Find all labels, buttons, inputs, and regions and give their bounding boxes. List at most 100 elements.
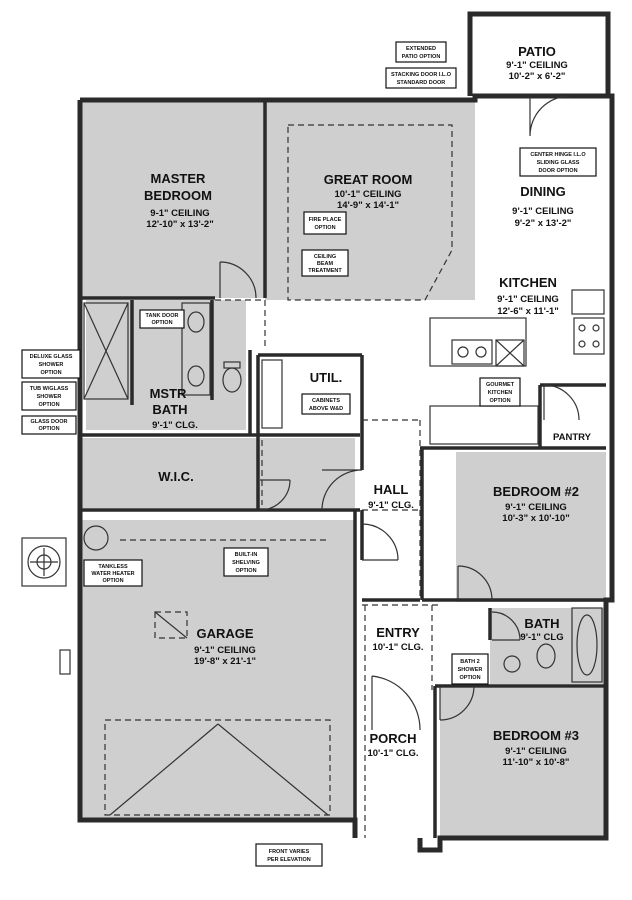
svg-text:TANKLESS: TANKLESS (98, 564, 128, 570)
option-tank-door: TANK DOOR OPTION (139, 309, 185, 329)
svg-text:SHOWER: SHOWER (37, 394, 62, 400)
garage-name: GARAGE (196, 626, 253, 641)
dashed-ceiling-lines (104, 124, 453, 838)
svg-text:OPTION: OPTION (38, 426, 59, 432)
option-tankless-water-heater: TANKLESS WATER HEATER OPTION (83, 559, 143, 587)
bath-sink (503, 655, 521, 673)
patio-enclosure (467, 11, 611, 96)
room-dining: DINING 9'-1" CEILING 9'-2" x 13'-2" (512, 184, 574, 229)
svg-text:OPTION: OPTION (40, 370, 61, 376)
master-bedroom-dims: 12'-10" x 13'-2" (146, 219, 213, 230)
option-front-varies: FRONT VARIES PER ELEVATION (255, 843, 323, 867)
room-hall: HALL 9'-1" CLG. (368, 482, 414, 511)
svg-text:GOURMET: GOURMET (486, 382, 515, 388)
option-built-in-shelving: BUILT-IN SHELVING OPTION (223, 547, 269, 577)
door-swings (219, 95, 580, 731)
option-extended-patio: EXTENDED PATIO OPTION (395, 41, 447, 63)
great-room-ceiling: 10'-1" CEILING (335, 189, 402, 200)
master-bedroom-name-1: MASTER (151, 171, 207, 186)
svg-text:PER ELEVATION: PER ELEVATION (267, 857, 311, 863)
option-bath2-shower: BATH 2 SHOWER OPTION (451, 653, 489, 685)
hall-name: HALL (374, 482, 409, 497)
option-fireplace: FIRE PLACE OPTION (303, 211, 347, 235)
bathtub (571, 607, 603, 683)
svg-text:SLIDING GLASS: SLIDING GLASS (537, 160, 580, 166)
svg-text:ABOVE W&D: ABOVE W&D (309, 406, 343, 412)
svg-text:KITCHEN: KITCHEN (488, 390, 512, 396)
kitchen-island (429, 317, 527, 367)
bath-ceiling: 9'-1" CLG (520, 632, 563, 643)
svg-text:OPTION: OPTION (459, 675, 480, 681)
patio-name: PATIO (518, 44, 556, 59)
option-center-hinge: CENTER HINGE I.L.O SLIDING GLASS DOOR OP… (519, 147, 597, 177)
svg-text:OPTION: OPTION (235, 568, 256, 574)
option-glass-door: GLASS DOOR OPTION (21, 415, 77, 435)
master-bath-ceiling: 9'-1" CLG. (152, 420, 198, 431)
great-room-dims: 14'-9" x 14'-1" (337, 200, 399, 211)
entry-ceiling: 10'-1" CLG. (372, 642, 423, 653)
svg-text:TANK DOOR: TANK DOOR (146, 313, 179, 319)
kitchen-sink (451, 339, 493, 365)
bath-name: BATH (524, 616, 559, 631)
dining-name: DINING (520, 184, 566, 199)
option-gourmet-kitchen: GOURMET KITCHEN OPTION (479, 377, 521, 407)
room-pantry: PANTRY (553, 432, 592, 443)
svg-text:CABINETS: CABINETS (312, 398, 340, 404)
svg-text:BUILT-IN: BUILT-IN (235, 552, 258, 558)
svg-text:OPTION: OPTION (151, 320, 172, 326)
bedroom2-ceiling: 9'-1" CEILING (505, 502, 567, 513)
svg-text:FIRE PLACE: FIRE PLACE (309, 217, 342, 223)
svg-text:SHOWER: SHOWER (39, 362, 64, 368)
garage-door-lines (109, 611, 329, 816)
bedroom3-ceiling: 9'-1" CEILING (505, 746, 567, 757)
master-bath-name-1: MSTR (150, 386, 187, 401)
fridge (571, 289, 605, 315)
counter-run (429, 405, 539, 445)
bath-toilet (536, 643, 556, 669)
option-ceiling-beam: CEILING BEAM TREATMENT (301, 249, 349, 277)
room-master-bath: MSTR BATH 9'-1" CLG. (150, 386, 198, 431)
svg-text:OPTION: OPTION (102, 578, 123, 584)
kitchen-dims: 12'-6" x 11'-1" (497, 306, 559, 317)
room-great-room: GREAT ROOM 10'-1" CEILING 14'-9" x 14'-1… (324, 172, 413, 211)
room-wic: W.I.C. (158, 469, 193, 484)
room-bedroom2: BEDROOM #2 9'-1" CEILING 10'-3" x 10'-10… (493, 484, 579, 524)
ac-unit (21, 537, 67, 587)
svg-text:OPTION: OPTION (489, 398, 510, 404)
great-room-name: GREAT ROOM (324, 172, 413, 187)
dining-dims: 9'-2" x 13'-2" (515, 218, 572, 229)
svg-text:SHOWER: SHOWER (458, 667, 483, 673)
master-bedroom-ceiling: 9-1" CEILING (150, 208, 209, 219)
kitchen-ceiling: 9'-1" CEILING (497, 294, 559, 305)
room-porch: PORCH 10'-1" CLG. (367, 731, 418, 759)
dishwasher (495, 339, 525, 367)
bedroom2-floor (456, 452, 606, 602)
svg-text:PATIO OPTION: PATIO OPTION (402, 54, 441, 60)
vanity-counter (181, 302, 211, 396)
garage-ceiling: 9'-1" CEILING (194, 645, 256, 656)
svg-text:FRONT VARIES: FRONT VARIES (269, 849, 310, 855)
svg-text:BATH 2: BATH 2 (460, 659, 479, 665)
utility-name: UTIL. (310, 370, 343, 385)
svg-text:GLASS DOOR: GLASS DOOR (31, 419, 68, 425)
room-master-bedroom: MASTER BEDROOM 9-1" CEILING 12'-10" x 13… (144, 171, 214, 230)
kitchen-name: KITCHEN (499, 275, 557, 290)
room-kitchen: KITCHEN 9'-1" CEILING 12'-6" x 11'-1" (497, 275, 559, 317)
washer-dryer (261, 359, 283, 429)
option-tub-wglass-shower: TUB W/GLASS SHOWER OPTION (21, 381, 77, 411)
option-cabinets-above-wd: CABINETS ABOVE W&D (301, 393, 351, 415)
dining-ceiling: 9'-1" CEILING (512, 206, 574, 217)
interior-walls (80, 100, 606, 838)
wic-floor (80, 438, 355, 508)
bedroom3-dims: 11'-10" x 10'-8" (503, 757, 570, 768)
room-patio: PATIO 9'-1" CEILING 10'-2" x 6'-2" (506, 44, 568, 82)
hall-ceiling: 9'-1" CLG. (368, 500, 414, 511)
svg-text:WATER HEATER: WATER HEATER (91, 571, 134, 577)
svg-text:DOOR OPTION: DOOR OPTION (538, 168, 577, 174)
option-stacking-door: STACKING DOOR I.L.O STANDARD DOOR (385, 67, 457, 89)
svg-text:TUB W/GLASS: TUB W/GLASS (30, 386, 69, 392)
bedroom2-name: BEDROOM #2 (493, 484, 579, 499)
great-room-floor (265, 100, 475, 300)
wic-name: W.I.C. (158, 469, 193, 484)
